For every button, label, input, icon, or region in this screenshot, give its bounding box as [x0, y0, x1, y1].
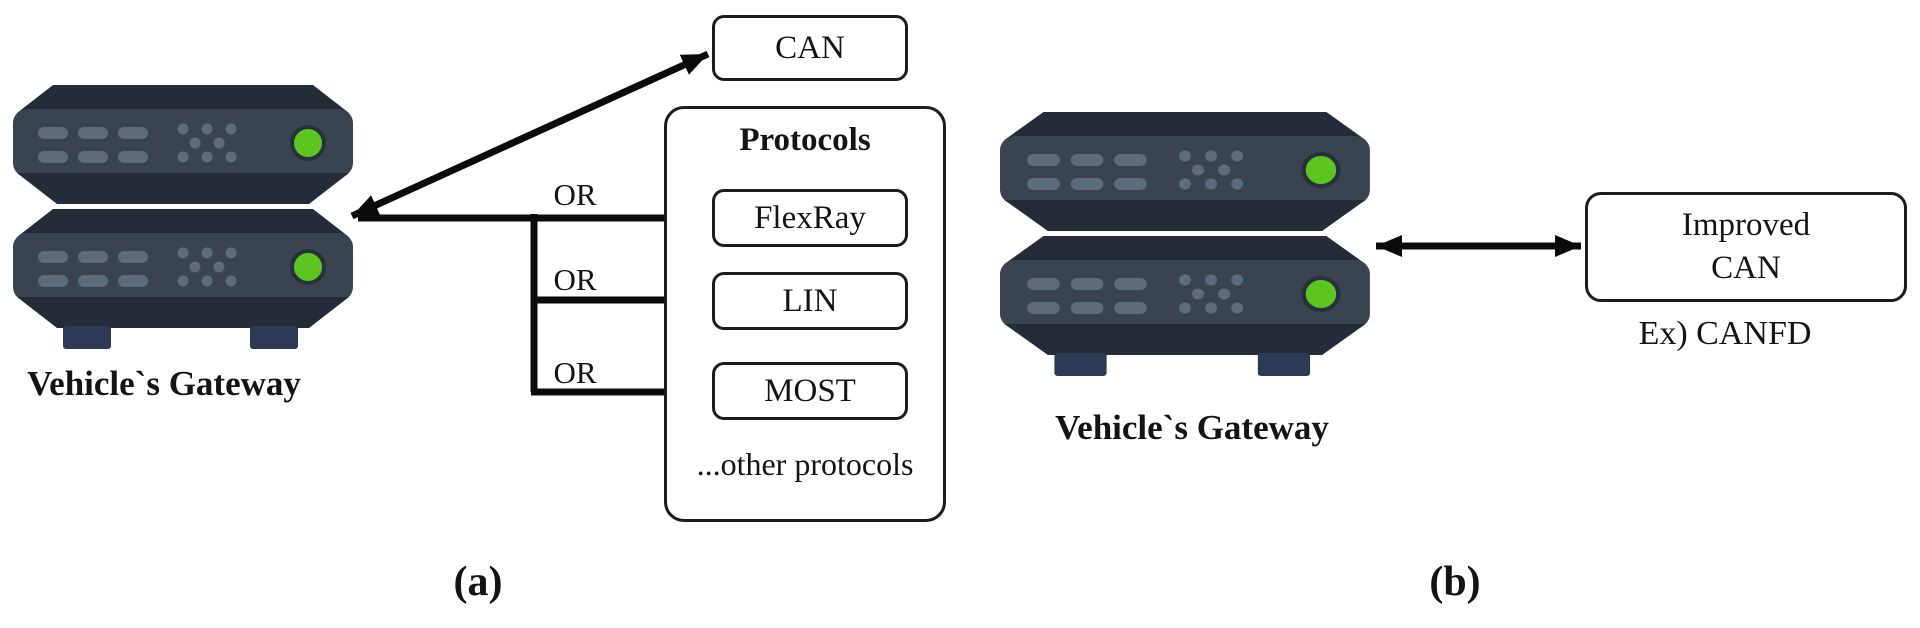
vehicle-gateway-icon: [11, 83, 355, 351]
or-label-1: OR: [553, 177, 597, 212]
lin-box: LIN: [712, 272, 908, 330]
flexray-box: FlexRay: [712, 189, 908, 247]
panel-a-caption: (a): [453, 559, 503, 605]
arrow-gateway-to-can: [350, 50, 710, 220]
flexray-box-label: FlexRay: [754, 199, 866, 236]
vehicle-gateway-icon: [1000, 112, 1370, 376]
gateway-label-a: Vehicle`s Gateway: [27, 364, 301, 403]
panel-b-caption: (b): [1429, 559, 1481, 605]
lin-box-label: LIN: [782, 282, 838, 319]
most-box: MOST: [712, 362, 908, 420]
most-box-label: MOST: [764, 372, 856, 409]
improved-can-box: Improved CAN: [1585, 192, 1907, 302]
other-protocols-label: ...other protocols: [696, 446, 914, 482]
example-canfd-label: Ex) CANFD: [1638, 315, 1812, 352]
or-label-3: OR: [553, 355, 597, 390]
protocols-group-title: Protocols: [739, 122, 871, 158]
can-box: CAN: [712, 15, 908, 81]
gateway-label-b: Vehicle`s Gateway: [1055, 408, 1329, 447]
can-box-label: CAN: [775, 29, 845, 66]
or-label-2: OR: [553, 262, 597, 297]
improved-can-line1: Improved: [1681, 207, 1811, 244]
improved-can-line2: CAN: [1711, 250, 1781, 286]
